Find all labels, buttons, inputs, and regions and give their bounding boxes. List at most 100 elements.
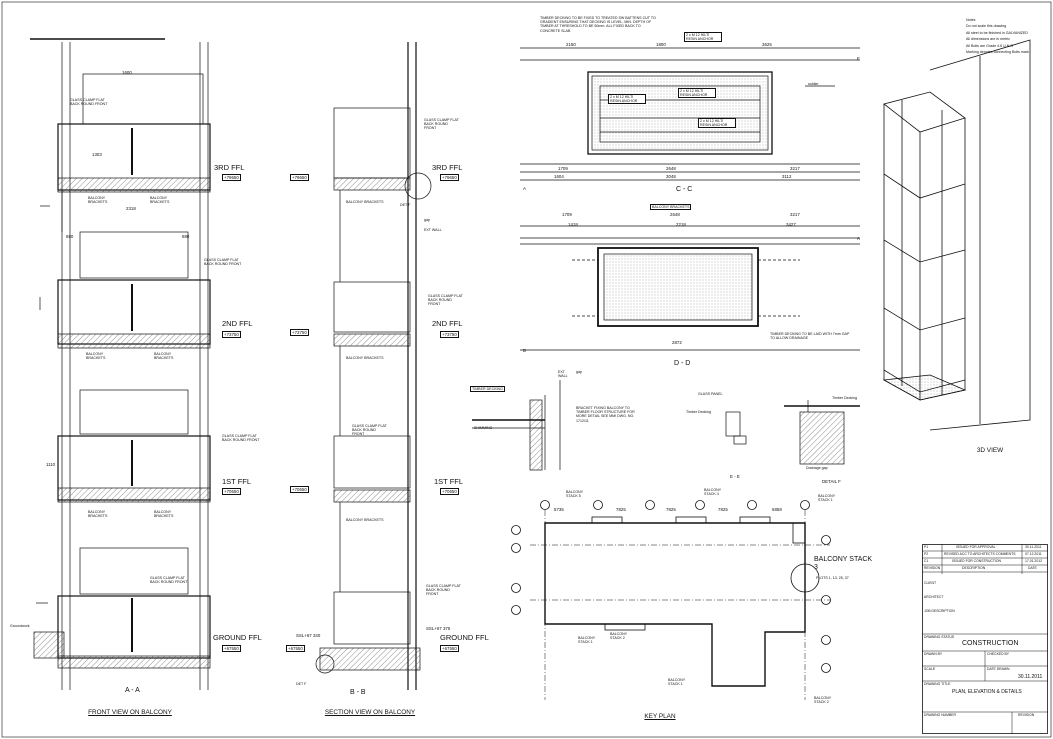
callout-shimming: SHIMMING [474, 426, 493, 430]
job-label: JOB DESCRIPTION [924, 609, 955, 613]
rev-desc: ISSUED FOR CONSTRUCTION [952, 559, 1001, 563]
rev-code: P1 [924, 545, 929, 549]
section-first-label: 1ST FFL [434, 477, 464, 486]
dim-dd-top: 1418 [568, 222, 578, 227]
callout-bracket-fixing: BRACKET FIXING BALCONY TO TIMBER FLOOR S… [576, 406, 635, 423]
callout-anchor: 2 x M 12 HILTI RESIN ANCHOR [684, 32, 722, 43]
rev-header: DATE [1028, 566, 1037, 570]
callout-brackets-dd: BALCONY BRACKETS [650, 204, 692, 211]
callout-groundwork: Groundwork [10, 624, 30, 628]
caption-section-view: SECTION VIEW ON BALCONY [324, 709, 416, 716]
callout-glass-clamp: GLASS CLAMP FLAT BACK ROUND FRONT [428, 294, 463, 307]
section-third-value-left: +79650 [290, 174, 309, 181]
section-dd-label: D - D [674, 360, 691, 367]
title-block: P1 ISSUED FOR APPROVAL 30.11.2011 P2 REV… [922, 544, 1048, 734]
title-label: DRAWING TITLE [924, 682, 951, 686]
note-title: Notes [966, 18, 976, 22]
number-label: DRAWING NUMBER [924, 713, 956, 717]
ssl-a: SSL+67 340 [296, 633, 321, 638]
level-third-value: +79650 [222, 174, 241, 181]
callout-brackets: BALCONY BRACKETS [88, 510, 108, 519]
callout-anchor: 2 x M 12 HILTI RESIN ANCHOR [698, 118, 736, 129]
callout-drainage: Drainage gap [806, 466, 828, 470]
level-third-label: 3RD FFL [214, 163, 245, 172]
callout-glass-clamp: GLASS CLAMP FLAT BACK ROUND FRONT [222, 434, 260, 443]
callout-glass-clamp: GLASS CLAMP FLAT BACK ROUND FRONT [150, 576, 188, 585]
dim-cc-bot: 3112 [782, 174, 792, 179]
grid-dd: B [523, 348, 526, 353]
section-ee-label: E - E [730, 474, 740, 479]
callout-brackets: BALCONY BRACKETS [346, 518, 384, 522]
level-second-value: +73750 [222, 331, 241, 338]
callout-brackets: BALCONY BRACKETS [346, 200, 384, 204]
callout-det-f: DET F [400, 203, 411, 207]
keyplan-dim: 7825 [616, 507, 626, 512]
caption-3d-view: 3D VIEW [976, 447, 1004, 454]
rev-code: P2 [924, 552, 929, 556]
view-3d [882, 39, 1031, 431]
callout-brackets: BALCONY BRACKETS [150, 196, 170, 205]
grid-cc: A [523, 186, 526, 191]
grid-dd: A [857, 236, 860, 241]
section-view [315, 42, 432, 690]
section-second-value-left: +73750 [290, 329, 309, 336]
dim-front: 880 [66, 234, 74, 239]
keyplan-dim: 6858 [772, 507, 782, 512]
stack-3-label: BALCONY STACK 3 [814, 556, 873, 571]
section-third-label: 3RD FFL [432, 163, 463, 172]
rev-header: DESCRIPTION [962, 566, 986, 570]
stack-label: BALCONY STACK 1 [818, 494, 836, 503]
dim-dd-top: 3217 [790, 212, 800, 217]
callout-gap: gap [424, 218, 430, 222]
level-ground-value: +67550 [222, 645, 241, 652]
dim-front: 1600 [122, 70, 132, 75]
grid-cc: E [857, 56, 860, 61]
callout-brackets: BALCONY BRACKETS [86, 352, 106, 361]
architect-label: ARCHITECT [924, 595, 944, 599]
dim-dd-top: 3427 [786, 222, 796, 227]
level-second-label: 2ND FFL [222, 319, 253, 328]
rev-date: 17.01.2012 [1025, 559, 1042, 563]
section-cc-label: C - C [676, 186, 693, 193]
client-label: CLIENT [924, 581, 937, 585]
callout-glass-panel: GLASS PANEL [698, 392, 723, 396]
dim-cc-bot: 1709 [558, 166, 568, 171]
callout-timber-e: Timber Decking [686, 410, 712, 414]
dim-front: 2318 [126, 206, 136, 211]
dim-front: 1303 [92, 152, 102, 157]
level-first-label: 1ST FFL [222, 477, 252, 486]
callout-anchor: 2 x M 12 HILTI RESIN ANCHOR [608, 94, 646, 105]
callout-timber-f: Timber Decking [832, 396, 858, 400]
rev-desc: REVISED ACC TO ARCHITECTS COMMENTS [944, 552, 1016, 556]
dim-cc-bot: 3048 [666, 174, 676, 179]
callout-brackets: BALCONY BRACKETS [154, 510, 174, 519]
ssl-b: SSL+67 375 [426, 626, 451, 631]
revision-label: REVISION [1018, 713, 1035, 717]
title-block-frame [922, 544, 1048, 734]
level-ground-label: GROUND FFL [213, 633, 262, 642]
callout-anchor: 2 x M 12 HILTI RESIN ANCHOR [678, 88, 716, 99]
section-second-value: +73750 [440, 331, 459, 338]
stack-3-plots: PLOTS 1, 13, 25, 37 [816, 576, 849, 580]
detail-f-label: DETAIL F [822, 479, 841, 484]
note-line: All dimensions are in metric [966, 37, 1010, 42]
section-first-value: +70650 [440, 488, 459, 495]
dim-dd-top: 1709 [562, 212, 572, 217]
status-label: DRAWING STATUS [924, 635, 955, 639]
keyplan-dim: 5735 [554, 507, 564, 512]
rev-code: C1 [924, 559, 929, 563]
callout-glass-clamp: GLASS CLAMP FLAT BACK ROUND FRONT [424, 118, 459, 131]
callout-glass-clamp: GLASS CLAMP FLAT BACK ROUND FRONT [204, 258, 242, 267]
callout-glass-clamp: GLASS CLAMP FLAT BACK ROUND FRONT [426, 584, 461, 597]
callout-glass-clamp: GLASS CLAMP FLAT BACK ROUND FRONT [352, 424, 387, 437]
key-plan [511, 500, 831, 700]
stack-label: BALCONY STACK 2 [610, 632, 628, 641]
section-first-value-left: +70650 [290, 486, 309, 493]
dim-cc-top: 3625 [762, 42, 772, 47]
dim-cc-top: 2150 [566, 42, 576, 47]
dim-dd-top: 2218 [676, 222, 686, 227]
level-first-value: +70650 [222, 488, 241, 495]
stack-label: BALCONY STACK 4 [704, 488, 722, 497]
stack-label: BALCONY STACK 2 [814, 696, 832, 705]
drawn-label: DRAWN BY [924, 652, 943, 656]
